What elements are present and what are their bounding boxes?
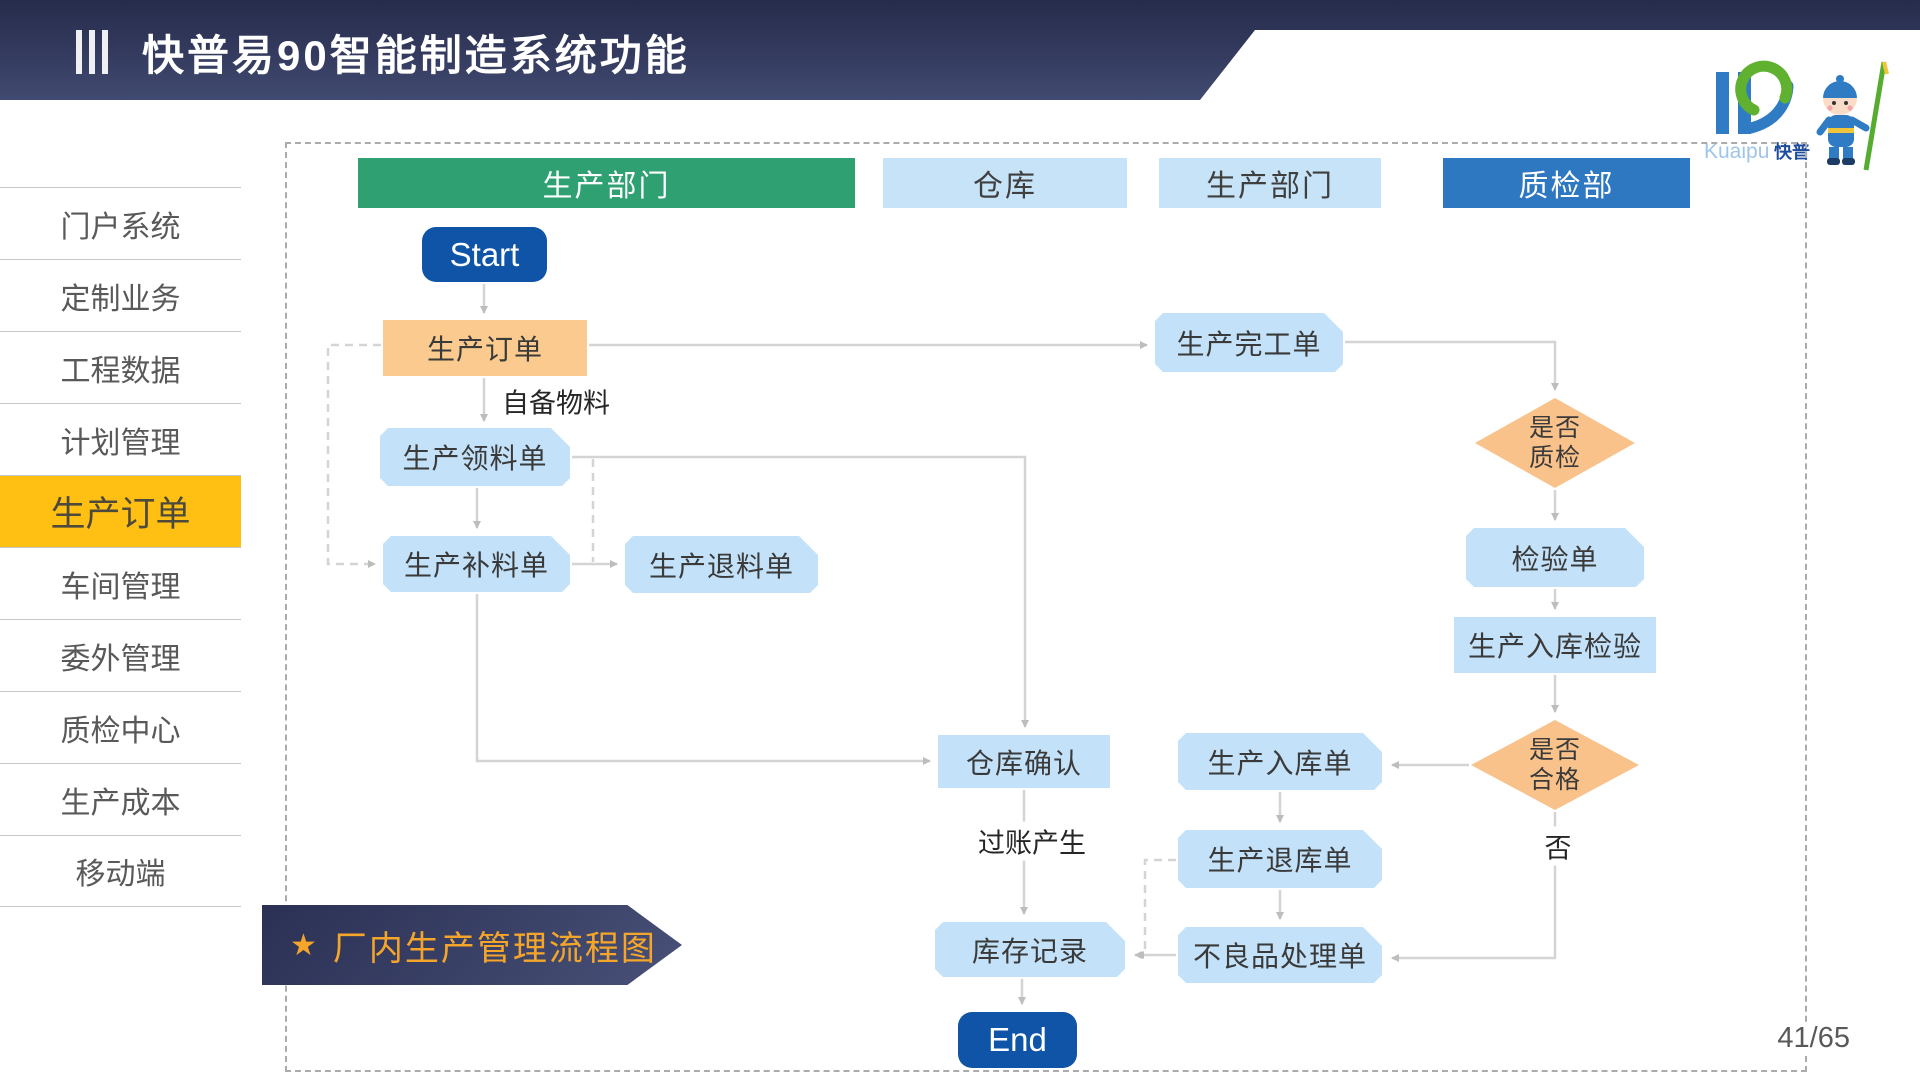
sidebar-item-0[interactable]: 门户系统 bbox=[0, 187, 241, 259]
flow-node-defect: 不良品处理单 bbox=[1178, 927, 1382, 983]
lane-header-3: 质检部 bbox=[1443, 158, 1690, 208]
page-number: 41/65 bbox=[1773, 1022, 1854, 1055]
page-title: 快普易90智能制造系统功能 bbox=[142, 32, 690, 79]
sidebar-item-6[interactable]: 委外管理 bbox=[0, 619, 241, 691]
flow-label-posting: 过账产生 bbox=[972, 821, 1092, 861]
star-icon: ★ bbox=[290, 928, 317, 962]
edge-supplement-to-wh-confirm bbox=[475, 594, 931, 765]
sidebar-item-1[interactable]: 定制业务 bbox=[0, 259, 241, 331]
edge-pick-list-to-wh-confirm bbox=[572, 455, 1029, 728]
flow-node-finish-order: 生产完工单 bbox=[1155, 313, 1343, 372]
flow-node-instock: 生产入库单 bbox=[1178, 733, 1382, 790]
flow-node-start: Start bbox=[422, 227, 547, 282]
flow-node-inventory: 库存记录 bbox=[935, 922, 1125, 977]
flow-node-stock-return: 生产退库单 bbox=[1178, 830, 1382, 888]
caption-text: 厂内生产管理流程图 bbox=[332, 929, 657, 968]
flow-node-supplement: 生产补料单 bbox=[383, 536, 570, 592]
sidebar-item-8[interactable]: 生产成本 bbox=[0, 763, 241, 835]
sidebar-item-4-active[interactable]: 生产订单 bbox=[0, 475, 241, 547]
flow-node-pick-list: 生产领料单 bbox=[380, 428, 570, 486]
sidebar-menu: 门户系统定制业务工程数据计划管理生产订单车间管理委外管理质检中心生产成本移动端 bbox=[0, 187, 241, 907]
logo-text-en: Kuaipu bbox=[1704, 140, 1769, 163]
title-bars-icon bbox=[76, 30, 108, 74]
kuaipu-logo: Kuaipu 快普 bbox=[1688, 58, 1908, 180]
caption-banner: ★ 厂内生产管理流程图 bbox=[262, 905, 682, 985]
edge-finish-order-to-qc-decision bbox=[1345, 340, 1559, 391]
sidebar-item-9[interactable]: 移动端 bbox=[0, 835, 241, 907]
sidebar-item-7[interactable]: 质检中心 bbox=[0, 691, 241, 763]
mascot-icon bbox=[1816, 61, 1889, 171]
flowchart-frame bbox=[285, 142, 1807, 1072]
lane-header-2: 生产部门 bbox=[1159, 158, 1381, 208]
lane-header-0: 生产部门 bbox=[358, 158, 855, 208]
logo-text-cn: 快普 bbox=[1774, 141, 1810, 162]
edge-prod-order-to-supplement bbox=[326, 343, 381, 568]
flow-node-material-return: 生产退料单 bbox=[625, 536, 818, 593]
flow-node-end: End bbox=[958, 1012, 1077, 1068]
sidebar-item-5[interactable]: 车间管理 bbox=[0, 547, 241, 619]
flow-node-wh-confirm: 仓库确认 bbox=[938, 735, 1110, 788]
flow-label-no: 否 bbox=[1538, 826, 1578, 866]
flow-node-wh-inspect: 生产入库检验 bbox=[1454, 617, 1656, 673]
flow-label-self-material: 自备物料 bbox=[496, 381, 616, 421]
edge-stock-return-to-inventory bbox=[1136, 858, 1176, 959]
kp-logomark bbox=[1716, 60, 1794, 134]
flow-node-prod-order: 生产订单 bbox=[383, 320, 587, 376]
edge-pass-decision-to-defect bbox=[1391, 812, 1557, 962]
sidebar-item-3[interactable]: 计划管理 bbox=[0, 403, 241, 475]
sidebar-item-2[interactable]: 工程数据 bbox=[0, 331, 241, 403]
flow-node-inspect-sheet: 检验单 bbox=[1466, 528, 1644, 587]
lane-header-1: 仓库 bbox=[883, 158, 1127, 208]
